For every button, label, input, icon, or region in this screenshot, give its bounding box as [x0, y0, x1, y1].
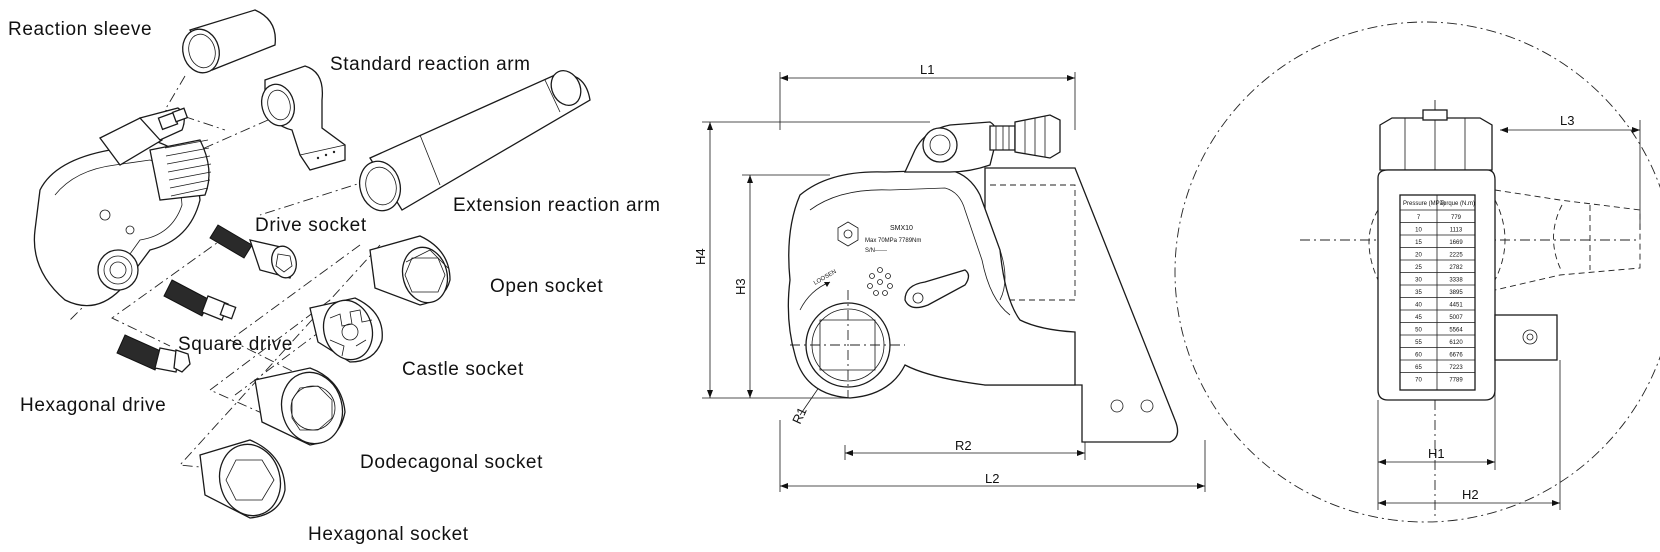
label-open-socket: Open socket: [490, 276, 603, 297]
castle-socket: [309, 297, 383, 363]
drive-hub: [790, 290, 905, 398]
svg-text:H4: H4: [693, 248, 708, 265]
pressure-torque-table: Pressure (MPa) Torque (N.m) 7 779 10 1113 15…: [1399, 194, 1476, 391]
label-castle-socket: Castle socket: [402, 359, 524, 380]
front-square-drive: [1494, 314, 1558, 361]
table-frame: [1399, 194, 1476, 391]
label-hexagonal-socket: Hexagonal socket: [308, 524, 469, 545]
table-cell-torque: 5564: [1449, 328, 1463, 334]
label-drive-socket: Drive socket: [255, 215, 367, 236]
front-view: L3 H1 H2: [1174, 21, 1660, 523]
ratchet-gear: [164, 139, 212, 197]
svg-text:L2: L2: [985, 471, 999, 486]
assembly-line: [259, 179, 371, 216]
label-extension-reaction-arm: Extension reaction arm: [453, 195, 661, 216]
table-cell-torque: 3338: [1449, 278, 1463, 284]
svg-text:H2: H2: [1462, 487, 1479, 502]
dimension-h4: H4: [693, 121, 930, 399]
table-cell-torque: 1669: [1449, 240, 1463, 246]
assembly-line: [111, 234, 229, 347]
table-cell-pressure: 65: [1415, 365, 1422, 371]
table-cell-pressure: 60: [1415, 353, 1422, 359]
table-cell-torque: 7223: [1449, 365, 1463, 371]
dodecagonal-socket: [254, 367, 346, 446]
vent-holes: [867, 267, 893, 296]
side-view: L1 L2 R2 H4 H3 R1: [693, 62, 1206, 492]
dimension-h3: H3: [733, 174, 830, 398]
exploded-view: Reaction sleeve Standard reaction arm Ex…: [8, 9, 661, 545]
table-cell-pressure: 20: [1415, 253, 1422, 259]
wrench-body: [33, 107, 212, 307]
table-cell-pressure: 35: [1415, 290, 1422, 296]
table-cell-pressure: 30: [1415, 278, 1422, 284]
dimension-r2: R2: [844, 438, 1086, 460]
table-cell-torque: 5007: [1449, 315, 1463, 321]
extension-reaction-arm: [358, 69, 591, 212]
table-cell-pressure: 7: [1417, 215, 1421, 221]
table-cell-pressure: 70: [1415, 378, 1422, 384]
square-drive: [163, 279, 237, 321]
dimension-l1: L1: [779, 62, 1076, 130]
table-cell-pressure: 10: [1415, 228, 1422, 234]
table-cell-pressure: 55: [1415, 340, 1422, 346]
swing-circle: [1174, 21, 1660, 523]
svg-text:H1: H1: [1428, 446, 1445, 461]
hexagonal-drive: [116, 334, 191, 373]
table-cell-pressure: 25: [1415, 265, 1422, 271]
table-cell-torque: 6676: [1449, 353, 1463, 359]
open-socket: [369, 235, 451, 306]
reaction-sleeve: [182, 9, 276, 74]
table-cell-torque: 779: [1451, 215, 1462, 221]
table-cell-pressure: 15: [1415, 240, 1422, 246]
table-cell-torque: 3895: [1449, 290, 1463, 296]
table-cell-torque: 6120: [1449, 340, 1463, 346]
table-cell-torque: 7789: [1449, 378, 1463, 384]
dimension-l3: L3: [1500, 113, 1641, 230]
table-cell-torque: 4451: [1449, 303, 1463, 309]
table-header-pressure: Pressure (MPa): [1403, 201, 1445, 207]
drive-socket: [209, 224, 297, 279]
table-rows: 7 779 10 1113 15 1669 20 2225 25 2782 30 3338 35 3895…: [1400, 209, 1475, 384]
svg-text:L3: L3: [1560, 113, 1574, 128]
reaction-arm-plate: [984, 167, 1179, 443]
release-lever: [904, 269, 970, 309]
front-swivel: [1379, 109, 1493, 171]
standard-reaction-arm: [260, 65, 346, 171]
hexagonal-socket: [199, 439, 286, 519]
svg-text:R1: R1: [789, 405, 810, 426]
table-cell-pressure: 40: [1415, 303, 1422, 309]
swivel-fitting: [903, 114, 1061, 173]
assembly-line: [229, 244, 361, 381]
svg-text:L1: L1: [920, 62, 934, 77]
svg-text:R2: R2: [955, 438, 972, 453]
svg-text:S/N------: S/N------: [865, 248, 887, 254]
label-dodecagonal-socket: Dodecagonal socket: [360, 452, 543, 473]
nameplate: SMX10 Max 70MPa 7789Nm S/N------: [865, 225, 921, 254]
assembly-line: [199, 119, 269, 151]
dimension-h1: H1: [1377, 360, 1496, 470]
table-cell-torque: 2782: [1449, 265, 1463, 271]
dimension-l2: L2: [779, 420, 1206, 492]
dimension-h2: H2: [1377, 360, 1561, 510]
label-standard-reaction-arm: Standard reaction arm: [330, 54, 531, 75]
svg-text:SMX10: SMX10: [890, 225, 913, 232]
table-cell-pressure: 45: [1415, 315, 1422, 321]
label-square-drive: Square drive: [178, 334, 293, 355]
table-header-torque: Torque (N.m): [1440, 201, 1475, 207]
svg-text:Max 70MPa 7789Nm: Max 70MPa 7789Nm: [865, 238, 921, 244]
assembly-line: [164, 75, 226, 131]
svg-text:H3: H3: [733, 278, 748, 295]
label-hexagonal-drive: Hexagonal drive: [20, 395, 166, 416]
table-cell-torque: 1113: [1450, 228, 1463, 234]
table-cell-torque: 2225: [1449, 253, 1463, 259]
table-cell-pressure: 50: [1415, 328, 1422, 334]
label-reaction-sleeve: Reaction sleeve: [8, 19, 152, 40]
